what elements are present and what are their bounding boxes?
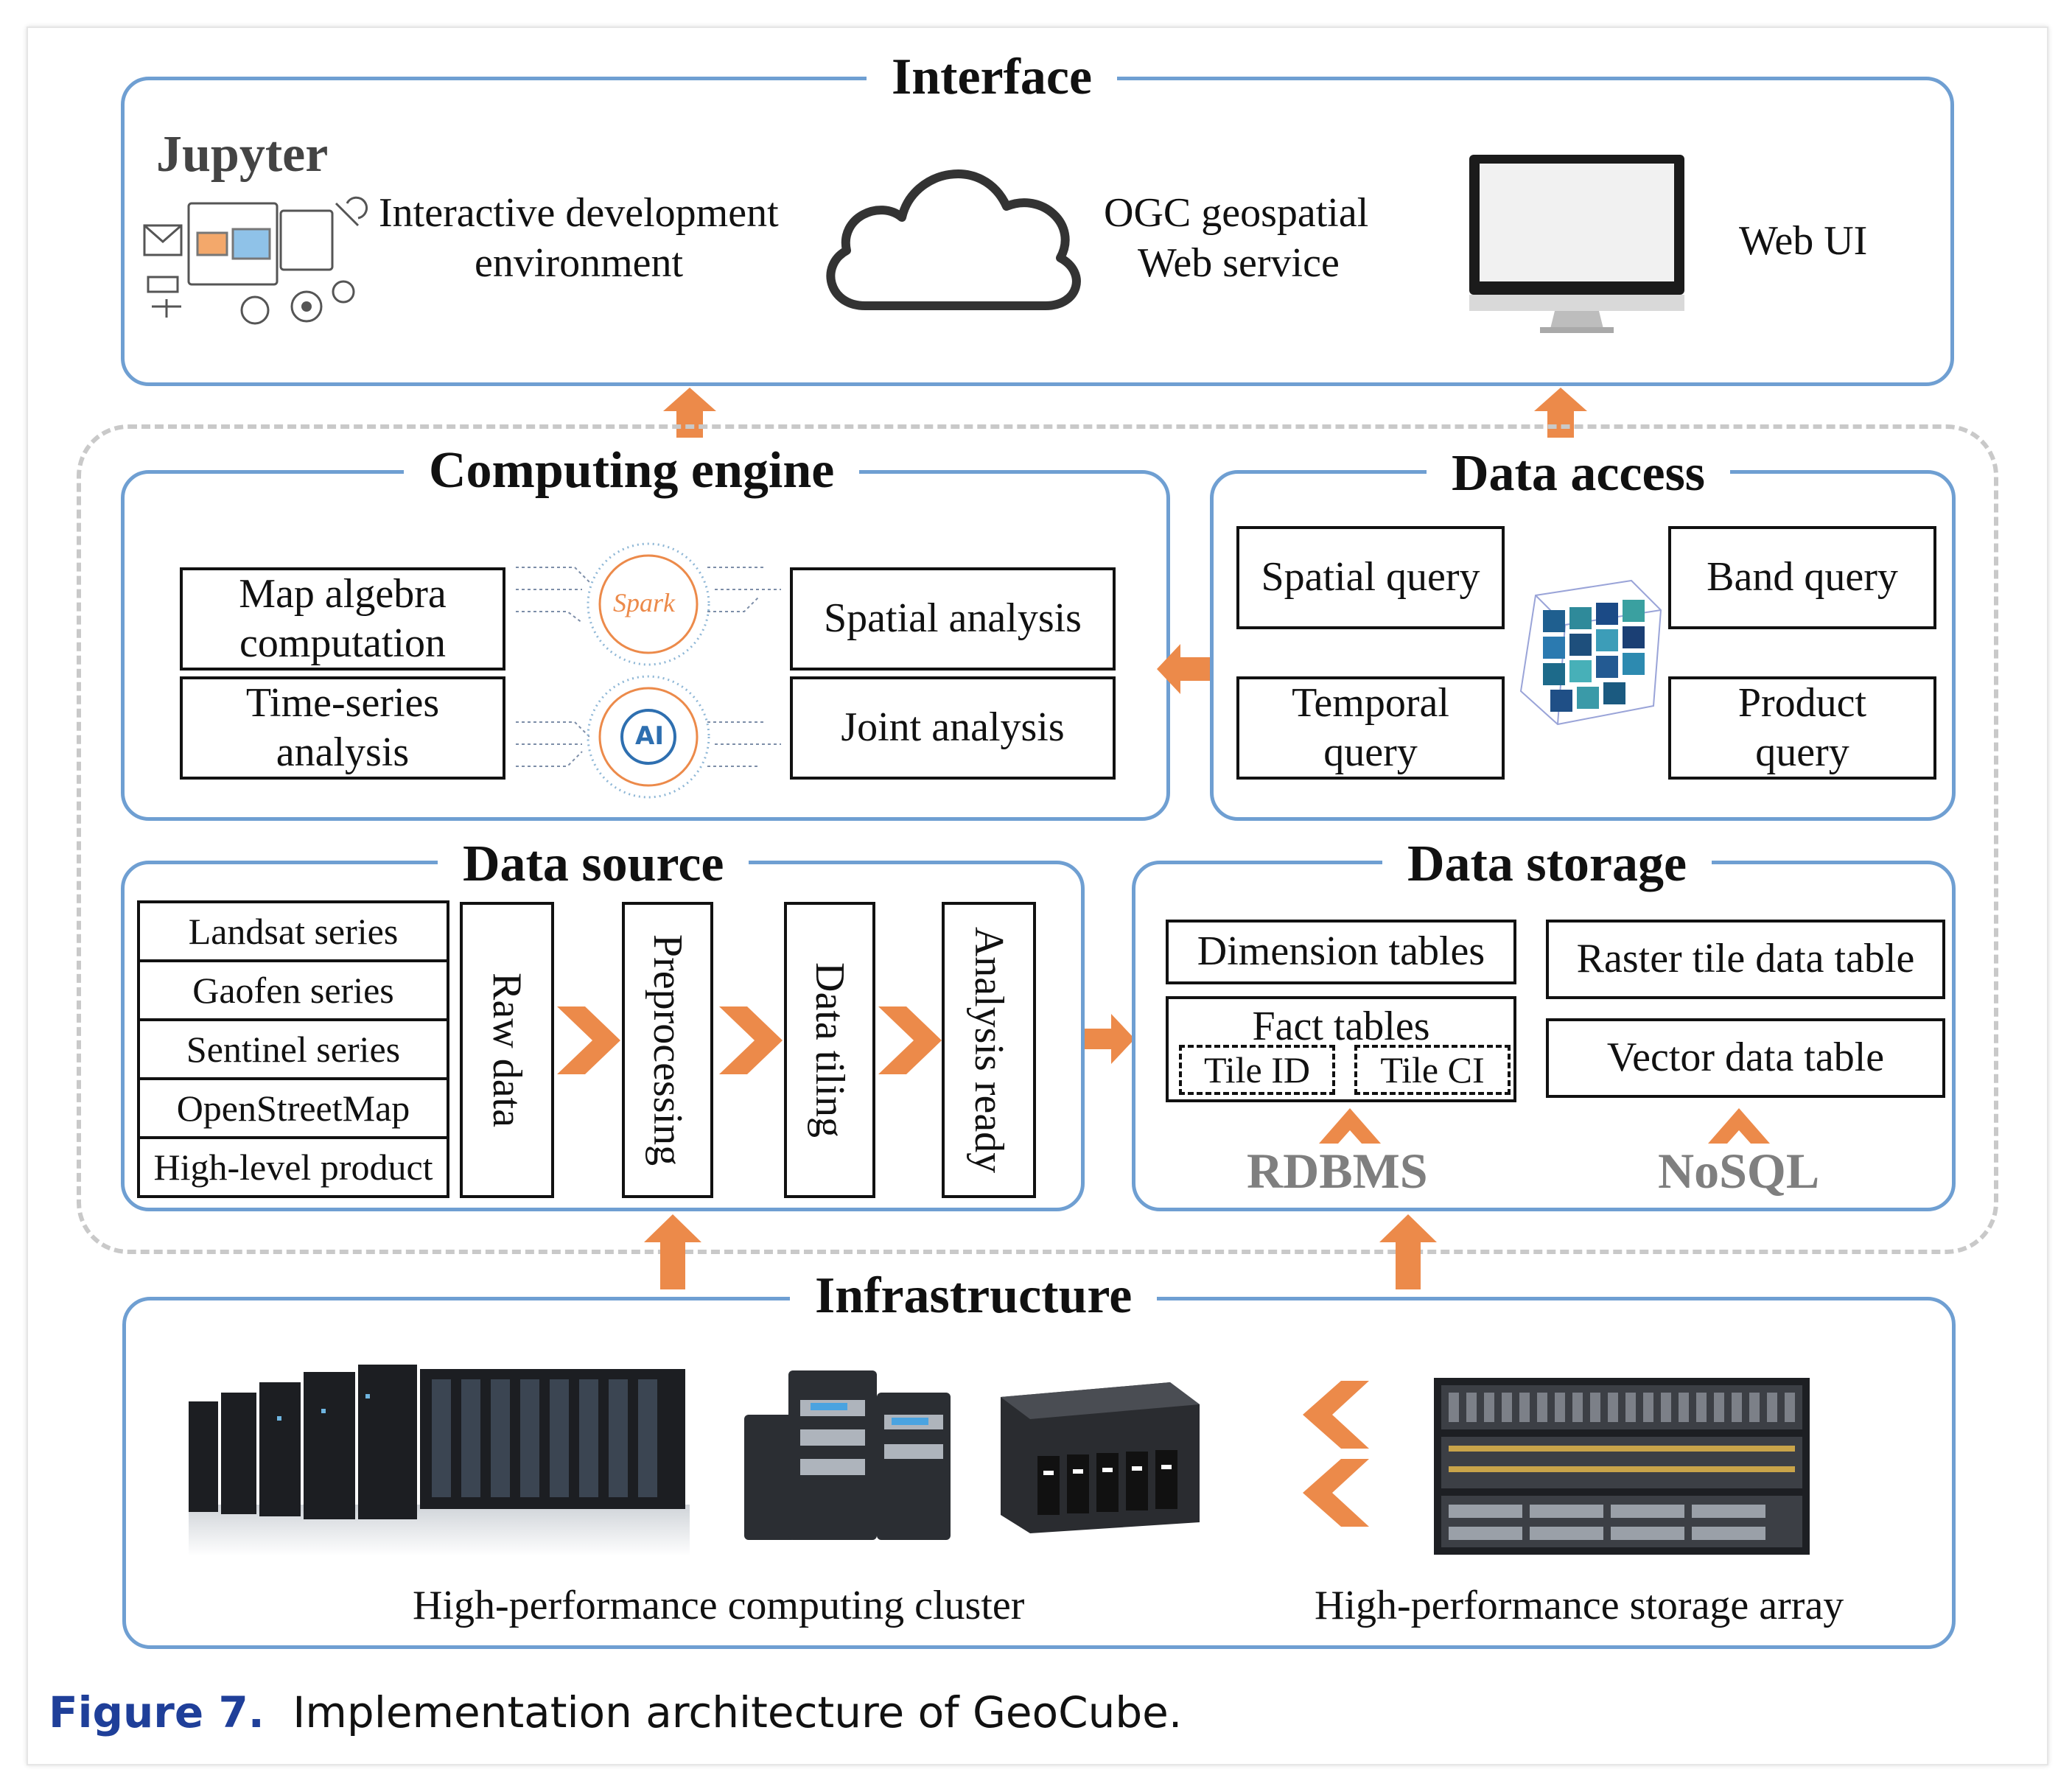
joint-analysis-box[interactable]: Joint analysis — [790, 676, 1116, 780]
source-item-gaofen[interactable]: Gaofen series — [137, 959, 449, 1021]
rdbms-label: RDBMS — [1247, 1143, 1428, 1199]
storage-array-label: High-performance storage array — [1315, 1583, 1844, 1628]
ogc-label-line1: OGC geospatial — [1104, 190, 1369, 236]
platform-dashed-border — [77, 424, 1998, 1254]
spark-label: Spark — [613, 588, 675, 617]
band-query-box[interactable]: Band query — [1668, 526, 1936, 629]
server-racks-image — [189, 1365, 690, 1556]
circuit-graphic — [516, 542, 781, 799]
time-series-box[interactable]: Time-series analysis — [180, 676, 505, 780]
caret-up-icon — [1708, 1108, 1770, 1144]
preprocessing-box[interactable]: Preprocessing — [622, 902, 713, 1198]
right-arrow-icon — [1085, 1014, 1135, 1064]
jupyter-label: Jupyter — [156, 126, 329, 183]
chevron-left-icon — [1303, 1381, 1369, 1449]
tile-ci-box[interactable]: Tile CI — [1354, 1045, 1511, 1095]
chevron-right-icon — [878, 1006, 942, 1074]
computing-engine-title: Computing engine — [404, 445, 860, 497]
webui-label: Web UI — [1739, 218, 1868, 264]
interface-title: Interface — [867, 52, 1118, 103]
fact-tables-box[interactable]: Fact tables — [1166, 996, 1516, 1102]
dimension-tables-box[interactable]: Dimension tables — [1166, 920, 1516, 984]
source-item-osm[interactable]: OpenStreetMap — [137, 1077, 449, 1139]
map-algebra-box[interactable]: Map algebra computation — [180, 567, 505, 671]
chevron-right-icon — [719, 1006, 783, 1074]
data-source-title: Data source — [438, 839, 749, 890]
ai-label: AI — [635, 721, 664, 751]
ide-label-line2: environment — [475, 240, 684, 286]
infrastructure-title: Infrastructure — [790, 1270, 1158, 1322]
data-cube-icon — [1519, 579, 1662, 726]
chevron-right-icon — [557, 1006, 620, 1074]
data-tiling-box[interactable]: Data tiling — [784, 902, 875, 1198]
ogc-label-line2: Web service — [1138, 240, 1340, 286]
data-storage-title: Data storage — [1382, 839, 1712, 890]
source-item-sentinel[interactable]: Sentinel series — [137, 1018, 449, 1080]
servers-image — [744, 1370, 951, 1540]
tile-id-box[interactable]: Tile ID — [1179, 1045, 1335, 1095]
nosql-label: NoSQL — [1658, 1143, 1820, 1199]
figure-caption-text: Implementation architecture of GeoCube. — [293, 1687, 1183, 1737]
monitor-icon — [1469, 155, 1684, 333]
up-arrow-icon — [644, 1214, 701, 1289]
raw-data-box[interactable]: Raw data — [460, 902, 554, 1198]
cloud-icon — [826, 169, 1081, 310]
hpc-label: High-performance computing cluster — [413, 1583, 1025, 1628]
caret-up-icon — [1319, 1108, 1381, 1144]
figure-caption: Figure 7. Implementation architecture of… — [49, 1687, 1182, 1737]
left-arrow-icon — [1157, 644, 1210, 694]
dev-tools-icon — [143, 196, 368, 325]
nas-device-image — [1001, 1382, 1200, 1533]
chevron-left-icon — [1303, 1459, 1369, 1527]
ide-label-line1: Interactive development — [379, 190, 779, 236]
spatial-query-box[interactable]: Spatial query — [1236, 526, 1505, 629]
up-arrow-icon — [1379, 1214, 1437, 1289]
temporal-query-box[interactable]: Temporal query — [1236, 676, 1505, 780]
spatial-analysis-box[interactable]: Spatial analysis — [790, 567, 1116, 671]
storage-array-image — [1434, 1378, 1810, 1555]
raster-tile-table-box[interactable]: Raster tile data table — [1546, 920, 1945, 999]
product-query-box[interactable]: Product query — [1668, 676, 1936, 780]
source-item-landsat[interactable]: Landsat series — [137, 900, 449, 962]
source-item-high-level[interactable]: High-level product — [137, 1136, 449, 1198]
data-access-title: Data access — [1427, 448, 1731, 500]
vector-data-table-box[interactable]: Vector data table — [1546, 1018, 1945, 1098]
analysis-ready-box[interactable]: Analysis ready — [942, 902, 1036, 1198]
figure-number: Figure 7. — [49, 1687, 265, 1737]
